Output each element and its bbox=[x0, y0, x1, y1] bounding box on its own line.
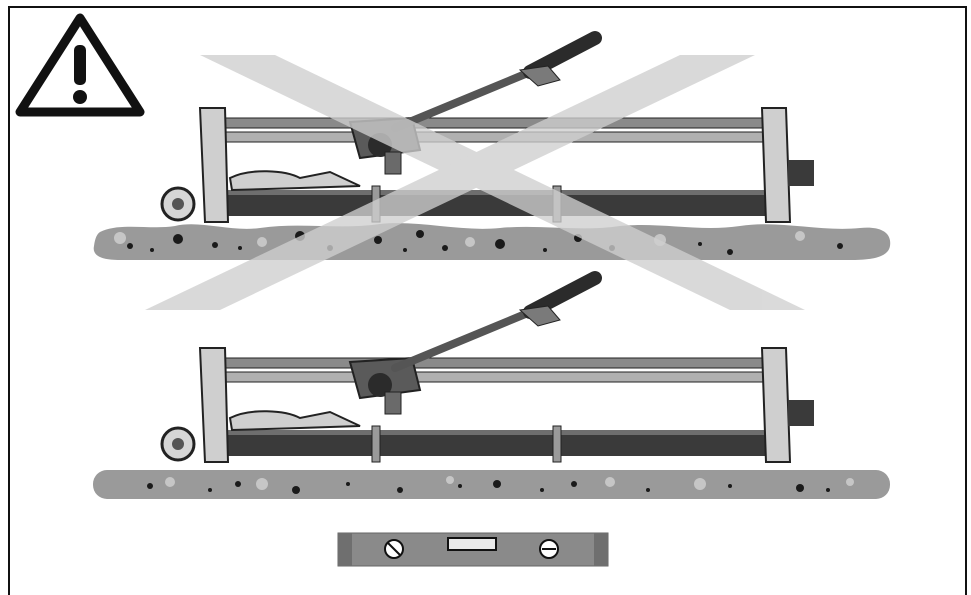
tile-cutter-correct bbox=[160, 271, 814, 463]
level-floor-scene bbox=[93, 271, 890, 499]
uneven-floor bbox=[93, 223, 891, 260]
warning-icon bbox=[15, 13, 145, 117]
prohibited-cross bbox=[145, 55, 805, 310]
spirit-level-icon bbox=[337, 532, 609, 567]
level-floor bbox=[93, 470, 890, 499]
uneven-floor-scene bbox=[93, 31, 891, 310]
